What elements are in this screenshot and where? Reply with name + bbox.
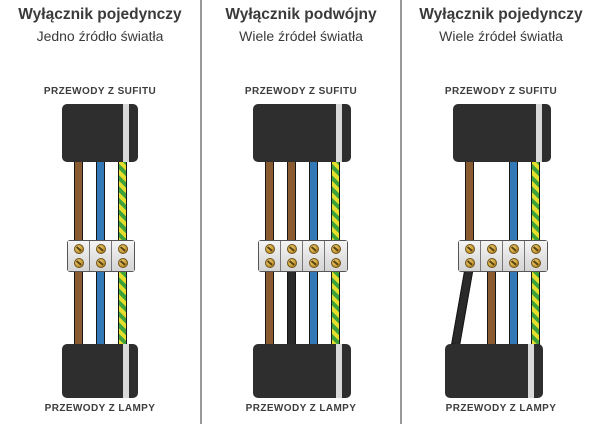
- screw-icon: [464, 258, 475, 268]
- screw-icon: [531, 244, 541, 254]
- screw-icon: [464, 244, 475, 254]
- terminal-cell: [459, 241, 481, 271]
- ceiling-wires-label: PRZEWODY Z SUFITU: [244, 86, 358, 97]
- screw-icon: [308, 244, 319, 254]
- ceiling-wires-label: PRZEWODY Z SUFITU: [444, 86, 558, 97]
- column-subtitle: Wiele źródeł światła: [239, 28, 363, 44]
- screw-icon: [531, 258, 541, 268]
- terminal-block: [67, 240, 135, 272]
- screw-icon: [508, 258, 519, 268]
- cable-stripe: [123, 104, 129, 162]
- screw-icon: [118, 258, 128, 268]
- ceiling-wires: [0, 0, 200, 424]
- cable-stripe: [123, 344, 129, 398]
- yellow-green-wire: [330, 266, 340, 346]
- cable-stripe: [336, 344, 342, 398]
- screw-icon: [118, 244, 128, 254]
- screw-icon: [286, 244, 297, 254]
- screw-icon: [486, 258, 497, 268]
- brown-wire: [486, 266, 496, 346]
- ceiling-wires-label: PRZEWODY Z SUFITU: [43, 86, 157, 97]
- yellow-green-wire: [117, 266, 127, 346]
- terminal-cell: [303, 241, 325, 271]
- cable-stripe: [536, 104, 542, 162]
- terminal-cell: [325, 241, 347, 271]
- ceiling-cable: [253, 104, 351, 162]
- screw-icon: [308, 258, 319, 268]
- blue-wire: [95, 266, 105, 346]
- black-wire: [450, 265, 474, 346]
- terminal-cell: [481, 241, 503, 271]
- lamp-cable: [62, 344, 138, 398]
- terminal-cell: [68, 241, 90, 271]
- screw-icon: [508, 244, 519, 254]
- column-title: Wyłącznik pojedynczy: [419, 6, 583, 23]
- lamp-wires-label: PRZEWODY Z LAMPY: [445, 403, 557, 414]
- screw-icon: [95, 258, 106, 268]
- terminal-cell: [525, 241, 547, 271]
- brown-wire: [264, 266, 274, 346]
- screw-icon: [331, 258, 341, 268]
- terminal-cell: [259, 241, 281, 271]
- column-title: Wyłącznik podwójny: [225, 6, 377, 23]
- blue-wire: [308, 266, 318, 346]
- terminal-cell: [90, 241, 112, 271]
- column-subtitle: Wiele źródeł światła: [439, 28, 563, 44]
- lamp-cable: [253, 344, 351, 398]
- diagram-column-single-switch-one-light: Wyłącznik pojedynczy Jedno źródło światł…: [0, 0, 200, 424]
- screw-icon: [73, 244, 84, 254]
- yellow-green-wire: [530, 266, 540, 346]
- screw-icon: [264, 244, 275, 254]
- lamp-wires-label: PRZEWODY Z LAMPY: [44, 403, 156, 414]
- diagram-column-double-switch-multi-light: Wyłącznik podwójny Wiele źródeł światła …: [200, 0, 400, 424]
- lamp-wires-label: PRZEWODY Z LAMPY: [245, 403, 357, 414]
- brown-wire: [73, 266, 83, 346]
- column-subtitle: Jedno źródło światła: [36, 28, 164, 44]
- screw-icon: [286, 258, 297, 268]
- ceiling-cable: [453, 104, 551, 162]
- screw-icon: [73, 258, 84, 268]
- screw-icon: [486, 244, 497, 254]
- cable-stripe: [336, 104, 342, 162]
- screw-icon: [264, 258, 275, 268]
- lamp-cable: [445, 344, 543, 398]
- screw-icon: [95, 244, 106, 254]
- terminal-cell: [112, 241, 134, 271]
- blue-wire: [508, 266, 518, 346]
- screw-icon: [331, 244, 341, 254]
- terminal-block: [458, 240, 548, 272]
- terminal-cell: [503, 241, 525, 271]
- terminal-cell: [281, 241, 303, 271]
- terminal-block: [258, 240, 348, 272]
- black-wire: [286, 266, 296, 346]
- cable-stripe: [528, 344, 534, 398]
- ceiling-cable: [62, 104, 138, 162]
- column-title: Wyłącznik pojedynczy: [18, 6, 182, 23]
- diagram-column-single-switch-multi-light: Wyłącznik pojedynczy Wiele źródeł światł…: [400, 0, 600, 424]
